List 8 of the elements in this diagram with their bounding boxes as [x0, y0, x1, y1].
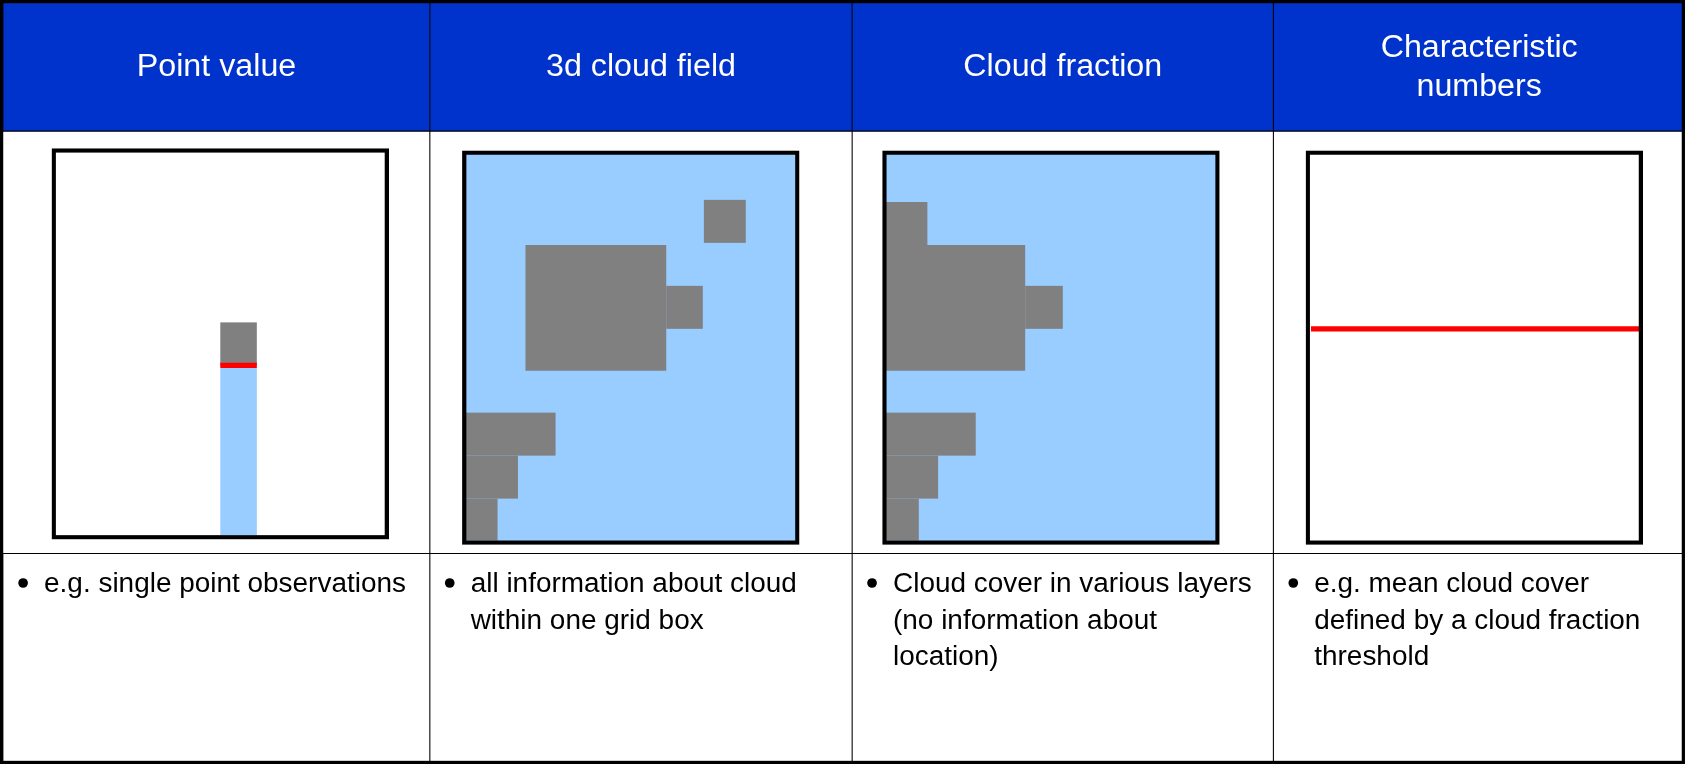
column-header: Cloud fraction	[963, 46, 1163, 85]
column-header: 3d cloud field	[546, 46, 736, 85]
description-text: e.g. mean cloud cover defined by a cloud fraction threshold	[1314, 565, 1642, 674]
description-text: all information about cloud within one grid box	[470, 565, 798, 638]
description-text: e.g. single point observations	[44, 565, 407, 601]
column-header: Point value	[136, 46, 297, 85]
description-text: Cloud cover in various layers (no information about location)	[893, 565, 1253, 674]
column-header: Characteristic numbers	[1379, 26, 1579, 105]
